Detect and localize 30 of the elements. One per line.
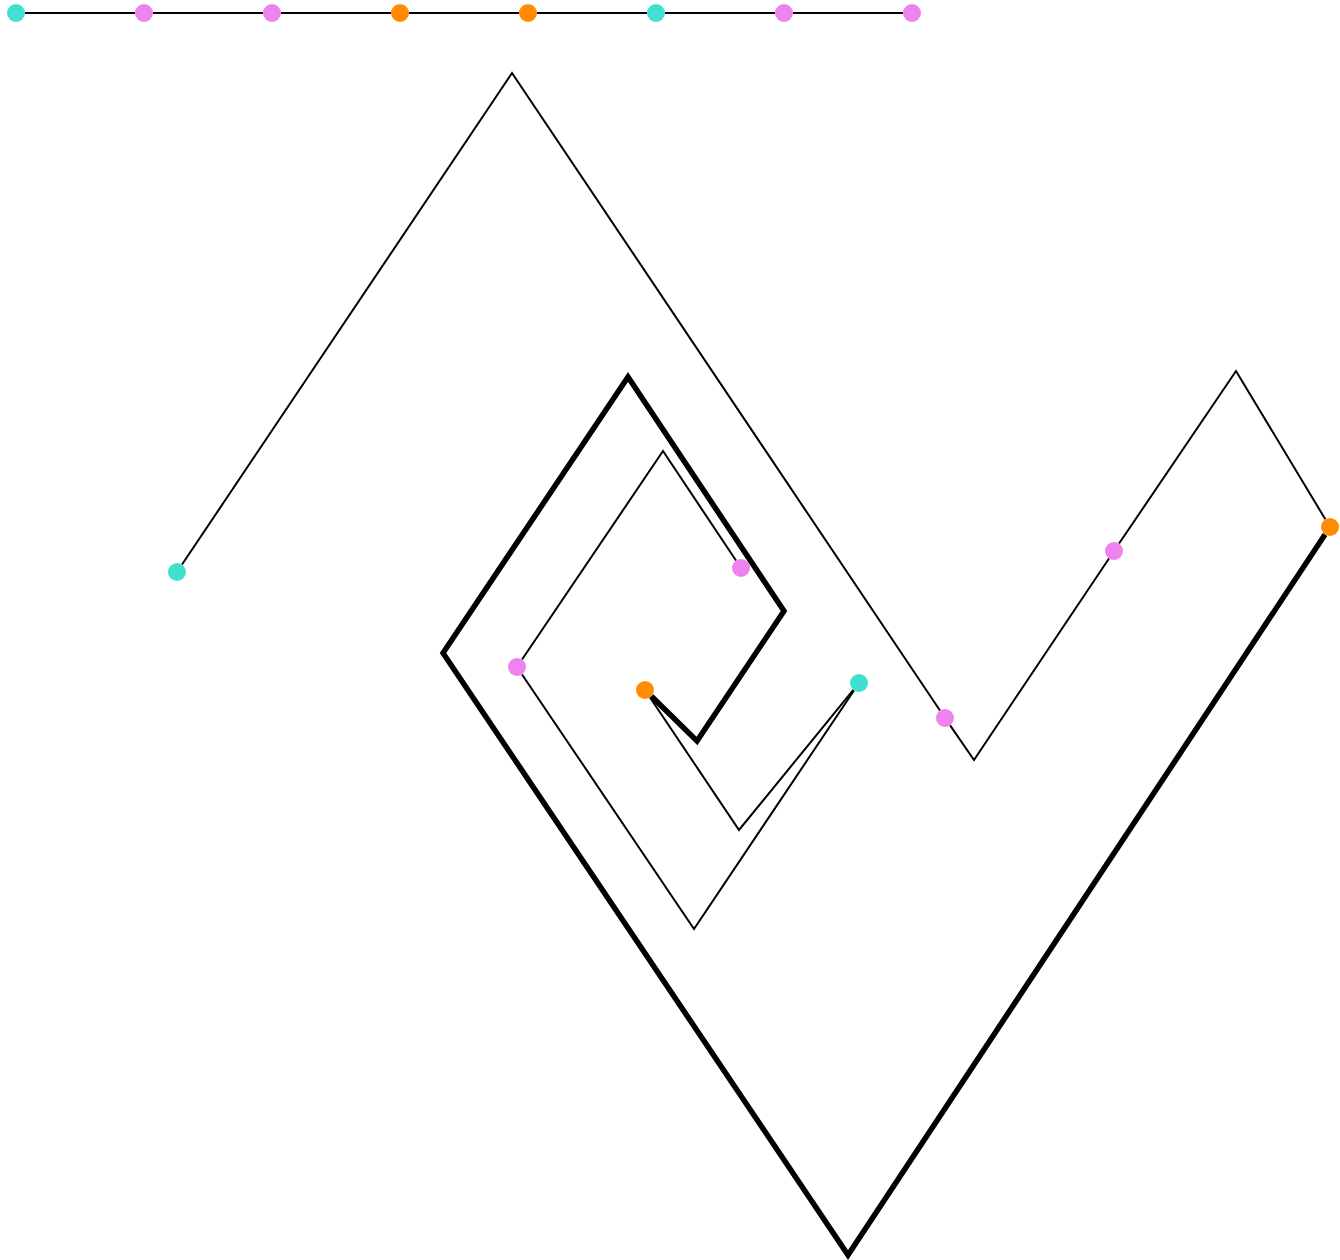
connector-line bbox=[24, 12, 136, 14]
node-dot bbox=[519, 4, 537, 22]
connector-line bbox=[1118, 369, 1327, 545]
node-dot bbox=[135, 4, 153, 22]
node-dot bbox=[850, 674, 868, 692]
connector-line bbox=[439, 372, 1328, 1260]
connector-line bbox=[521, 449, 737, 661]
connector-line bbox=[792, 12, 904, 14]
connector-line bbox=[521, 673, 855, 931]
connector-line bbox=[664, 12, 776, 14]
node-dot bbox=[636, 681, 654, 699]
node-dot bbox=[775, 4, 793, 22]
connector-line bbox=[280, 12, 392, 14]
node-dot bbox=[1321, 518, 1339, 536]
node-dot bbox=[508, 658, 526, 676]
connector-line bbox=[649, 688, 855, 832]
node-dot bbox=[7, 4, 25, 22]
connector-line bbox=[536, 12, 648, 14]
connector-line bbox=[408, 12, 520, 14]
node-dot bbox=[647, 4, 665, 22]
connector-line bbox=[152, 12, 264, 14]
node-dot bbox=[168, 563, 186, 581]
connector-line bbox=[949, 557, 1110, 762]
node-dot bbox=[263, 4, 281, 22]
node-dot bbox=[903, 4, 921, 22]
node-dot bbox=[1105, 542, 1123, 560]
node-dot bbox=[936, 709, 954, 727]
connector-line bbox=[181, 71, 941, 712]
node-dot bbox=[391, 4, 409, 22]
node-dot bbox=[732, 559, 750, 577]
